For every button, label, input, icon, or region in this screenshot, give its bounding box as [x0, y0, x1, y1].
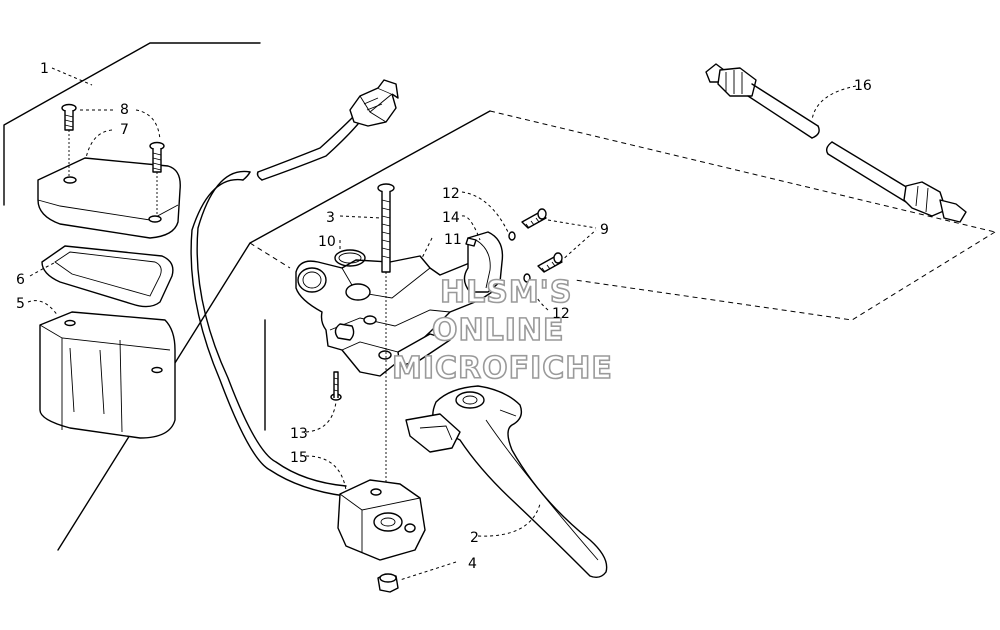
callout-7: 7 — [120, 122, 129, 138]
callout-16: 16 — [854, 78, 872, 94]
callout-8: 8 — [120, 102, 129, 118]
lock-nut — [377, 573, 399, 593]
watermark-line-3: MICROFICHE — [392, 351, 613, 386]
callout-10: 10 — [318, 234, 336, 250]
callout-6: 6 — [16, 272, 25, 288]
callout-3: 3 — [326, 210, 335, 226]
handlebar-clamp — [463, 231, 504, 293]
callout-15: 15 — [290, 450, 308, 466]
callout-9: 9 — [600, 222, 609, 238]
callout-11: 11 — [444, 232, 462, 248]
callout-leaders — [27, 67, 857, 581]
cover-screw-left — [61, 103, 77, 178]
callout-12-top: 12 — [442, 186, 460, 202]
clamp-washer-upper — [508, 231, 516, 241]
master-cylinder-body — [295, 255, 493, 377]
reservoir-cover — [37, 157, 181, 239]
watermark-line-1: HLSM'S — [440, 275, 572, 310]
callout-4: 4 — [468, 556, 477, 572]
clamp-washer-lower — [523, 273, 531, 283]
switch-screw — [330, 371, 342, 401]
pivot-bolt — [377, 183, 395, 505]
clamp-screw-lower — [537, 252, 563, 273]
reservoir-body — [39, 311, 176, 439]
watermark: HLSM'S ONLINE MICROFICHE — [391, 274, 613, 387]
callout-13: 13 — [290, 426, 308, 442]
clamp-screw-upper — [521, 208, 547, 229]
o-ring — [334, 249, 366, 267]
brake-lever — [405, 385, 608, 579]
callout-14: 14 — [442, 210, 460, 226]
callout-numbers: 1 8 7 6 5 3 10 11 12 14 9 12 13 15 2 4 1… — [16, 61, 872, 572]
callout-12-bottom: 12 — [552, 306, 570, 322]
reservoir-diaphragm — [41, 245, 174, 308]
callout-2: 2 — [470, 530, 479, 546]
callout-5: 5 — [16, 296, 25, 312]
throttle-cable — [705, 63, 967, 223]
assembly-bracket-lines — [3, 42, 996, 551]
switch-connector — [349, 79, 399, 127]
brake-hose — [190, 117, 359, 497]
cover-screw-right — [149, 141, 165, 216]
brake-switch-housing — [337, 479, 426, 561]
callout-1: 1 — [40, 61, 49, 77]
watermark-line-2: ONLINE — [432, 313, 565, 348]
